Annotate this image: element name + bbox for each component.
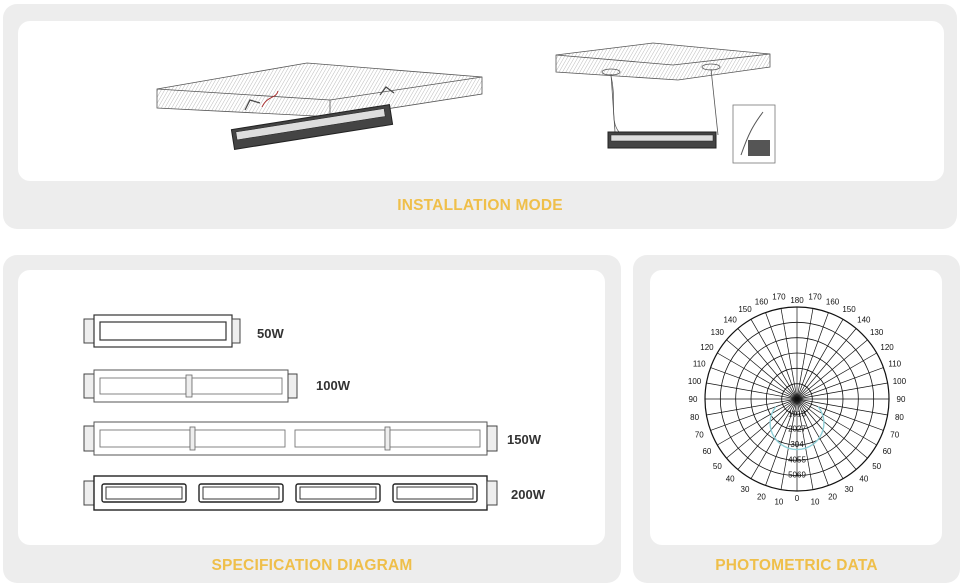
angle-label-left: 140 <box>723 315 737 324</box>
angle-label-left: 150 <box>738 305 752 314</box>
polar-spoke <box>717 398 798 446</box>
fixture-100w-diagram <box>83 369 298 403</box>
polar-spoke <box>706 382 798 400</box>
angle-label-left: 120 <box>700 343 714 352</box>
polar-spoke <box>780 308 798 400</box>
polar-spoke <box>737 398 798 470</box>
angle-label-right: 110 <box>888 359 901 368</box>
polar-spoke <box>796 339 868 400</box>
angle-label-right: 120 <box>880 343 894 352</box>
angle-label-right: 80 <box>895 413 904 422</box>
angle-label-left: 30 <box>741 485 750 494</box>
angle-label-left: 100 <box>688 377 702 386</box>
polar-spoke <box>796 398 877 446</box>
angle-label-right: 20 <box>828 493 837 502</box>
angle-label-right: 10 <box>811 497 820 506</box>
fixture-200w-diagram <box>83 475 498 511</box>
photometric-card <box>650 270 942 545</box>
polar-spoke <box>796 398 844 479</box>
angle-label-right: 140 <box>857 315 871 324</box>
polar-spoke <box>750 319 798 400</box>
polar-spoke <box>726 398 798 459</box>
radial-label: 304 <box>790 440 804 449</box>
specification-panel: SPECIFICATION DIAGRAM <box>3 255 621 583</box>
polar-spoke <box>796 398 829 486</box>
fixture-50w-diagram <box>83 314 241 348</box>
polar-spoke <box>796 398 857 470</box>
model-50w-label: 50W <box>257 326 284 341</box>
installation-caption: INSTALLATION MODE <box>397 197 563 214</box>
angle-label-right: 30 <box>845 485 854 494</box>
angle-label-left: 10 <box>774 497 783 506</box>
polar-spoke <box>765 398 798 486</box>
angle-label-right: 40 <box>859 475 868 484</box>
model-100w-label: 100W <box>316 378 350 393</box>
polar-spoke <box>796 382 888 400</box>
angle-label-left: 110 <box>693 359 706 368</box>
photometric-panel: PHOTOMETRIC DATA <box>633 255 960 583</box>
radial-label: 5069 <box>788 471 806 480</box>
ceiling-mount-illustration <box>156 62 483 150</box>
radial-label: 4055 <box>788 455 806 464</box>
angle-label-left: 70 <box>695 431 704 440</box>
polar-spoke <box>796 398 884 431</box>
angle-label-right: 170 <box>808 293 822 302</box>
polar-spoke <box>765 312 798 400</box>
polar-spoke <box>796 328 857 400</box>
polar-spoke <box>710 367 798 400</box>
angle-label-left: 160 <box>755 297 769 306</box>
angle-label-left: 20 <box>757 493 766 502</box>
polar-spoke <box>796 319 844 400</box>
angle-label-right: 50 <box>872 462 881 471</box>
angle-label-left: 40 <box>726 475 735 484</box>
angle-label-right: 150 <box>842 305 856 314</box>
angle-label-right: 100 <box>893 377 907 386</box>
photometric-caption: PHOTOMETRIC DATA <box>715 557 878 574</box>
radial-label: 2027 <box>788 425 806 434</box>
model-150w-label: 150W <box>507 432 541 447</box>
polar-spoke <box>710 398 798 431</box>
angle-label-right: 60 <box>883 447 892 456</box>
installation-panel: INSTALLATION MODE <box>3 4 957 229</box>
polar-spoke <box>726 339 798 400</box>
polar-spoke <box>780 398 798 490</box>
polar-spoke <box>796 352 877 400</box>
angle-label-right: 160 <box>826 297 840 306</box>
suspended-mount-illustration <box>555 42 776 164</box>
polar-spoke <box>796 398 814 490</box>
intensity-curve <box>769 406 825 451</box>
polar-spoke <box>796 308 814 400</box>
polar-spoke <box>750 398 798 479</box>
angle-label-left: 170 <box>772 293 786 302</box>
polar-spoke <box>796 367 884 400</box>
angle-label-left: 60 <box>702 447 711 456</box>
polar-spoke <box>796 398 868 459</box>
angle-label-right: 130 <box>870 328 884 337</box>
model-200w-label: 200W <box>511 487 545 502</box>
angle-label-left: 50 <box>713 462 722 471</box>
angle-label-180: 180 <box>790 296 804 305</box>
polar-spoke <box>717 352 798 400</box>
angle-label-left: 130 <box>711 328 725 337</box>
angle-label-right: 70 <box>890 431 899 440</box>
polar-spoke <box>796 398 888 416</box>
angle-label-left: 80 <box>690 413 699 422</box>
polar-spoke <box>796 312 829 400</box>
specification-caption: SPECIFICATION DIAGRAM <box>211 557 413 574</box>
fixture-150w-diagram <box>83 421 498 456</box>
angle-label-left: 90 <box>689 395 698 404</box>
polar-spoke <box>737 328 798 400</box>
radial-label: 1013 <box>788 409 806 418</box>
angle-label-right: 90 <box>897 395 906 404</box>
polar-spoke <box>706 398 798 416</box>
angle-label-0: 0 <box>795 494 800 503</box>
polar-intensity-diagram: 1800170160150140130120110100908070605040… <box>688 293 907 507</box>
